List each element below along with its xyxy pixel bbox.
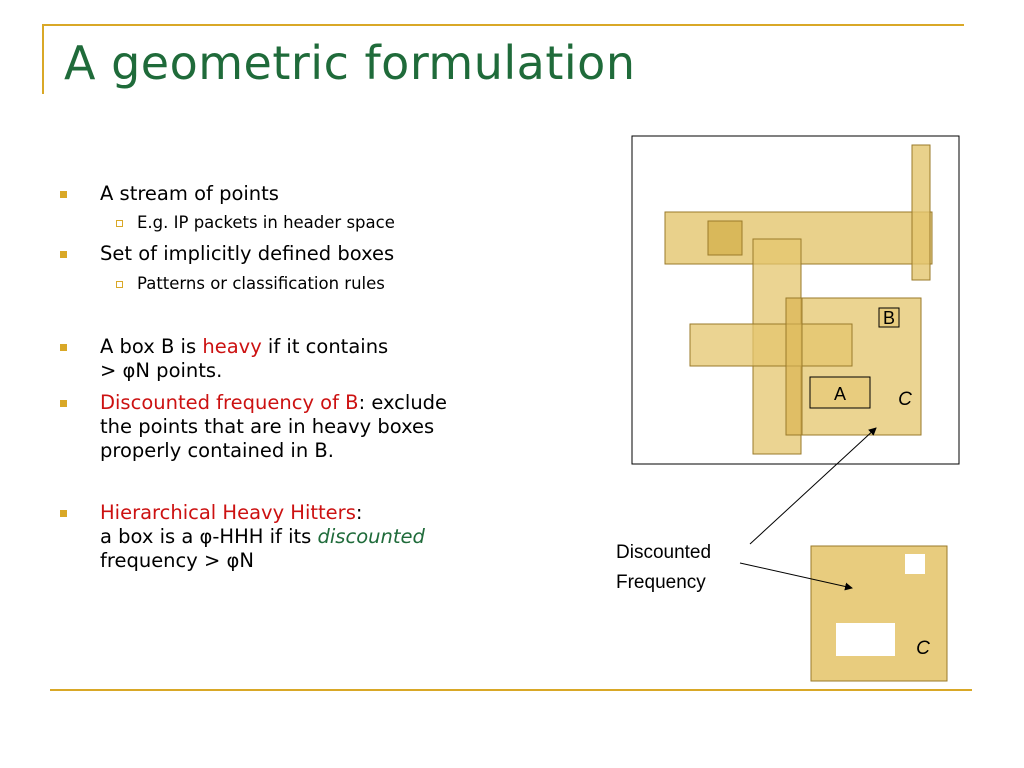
hollow-square-icon xyxy=(116,220,123,227)
bullet-text: frequency > φN xyxy=(100,549,254,572)
bullet-text: a box is a φ-HHH if its xyxy=(100,525,318,548)
bullet-text: A stream of points xyxy=(100,182,279,205)
bullet-square-icon xyxy=(60,344,67,351)
bullet-text: Set of implicitly defined boxes xyxy=(100,242,395,265)
bullet-square-icon xyxy=(60,191,67,198)
arrow-to-box-c xyxy=(749,427,877,545)
bullet-text: if it contains xyxy=(261,335,389,358)
discounted-box-c xyxy=(810,545,948,682)
label-c-discounted: C xyxy=(916,638,930,659)
highlight-discounted-frequency: Discounted frequency of B xyxy=(100,391,359,414)
bullet-text: A box B is xyxy=(100,335,203,358)
arrow-to-discounted-box xyxy=(739,562,853,591)
tall-narrow-box xyxy=(911,144,931,281)
label-b: B xyxy=(883,308,895,328)
bottom-rule xyxy=(50,689,972,691)
hollow-square-icon xyxy=(116,281,123,288)
excluded-region-a xyxy=(836,623,895,656)
highlight-heavy: heavy xyxy=(202,335,262,358)
bullet-square-icon xyxy=(60,510,67,517)
sub-bullet-text: Patterns or classification rules xyxy=(137,274,385,293)
small-square-box xyxy=(707,220,743,256)
label-a: A xyxy=(834,384,846,404)
highlight-hhh: Hierarchical Heavy Hitters xyxy=(100,501,356,524)
bullet-text: properly contained in B. xyxy=(100,439,334,462)
bullet-square-icon xyxy=(60,400,67,407)
slide-title: A geometric formulation xyxy=(64,36,636,90)
narrow-strip-box xyxy=(785,297,803,436)
bullet-text: > φN points. xyxy=(100,359,223,382)
excluded-region-b xyxy=(905,554,925,574)
top-rule xyxy=(42,24,964,26)
left-rule xyxy=(42,24,44,94)
sub-bullet-text: E.g. IP packets in header space xyxy=(137,213,395,232)
box-a xyxy=(809,376,871,409)
bullet-text: : exclude xyxy=(358,391,448,414)
bullet-text: the points that are in heavy boxes xyxy=(100,415,435,438)
highlight-discounted: discounted xyxy=(317,525,425,548)
box-b xyxy=(878,307,900,328)
caption-frequency: Frequency xyxy=(616,572,706,593)
bullet-text: : xyxy=(355,501,363,524)
caption-discounted: Discounted xyxy=(616,542,711,563)
bullet-square-icon xyxy=(60,251,67,258)
label-c: C xyxy=(898,389,912,410)
horizontal-box xyxy=(689,323,853,367)
